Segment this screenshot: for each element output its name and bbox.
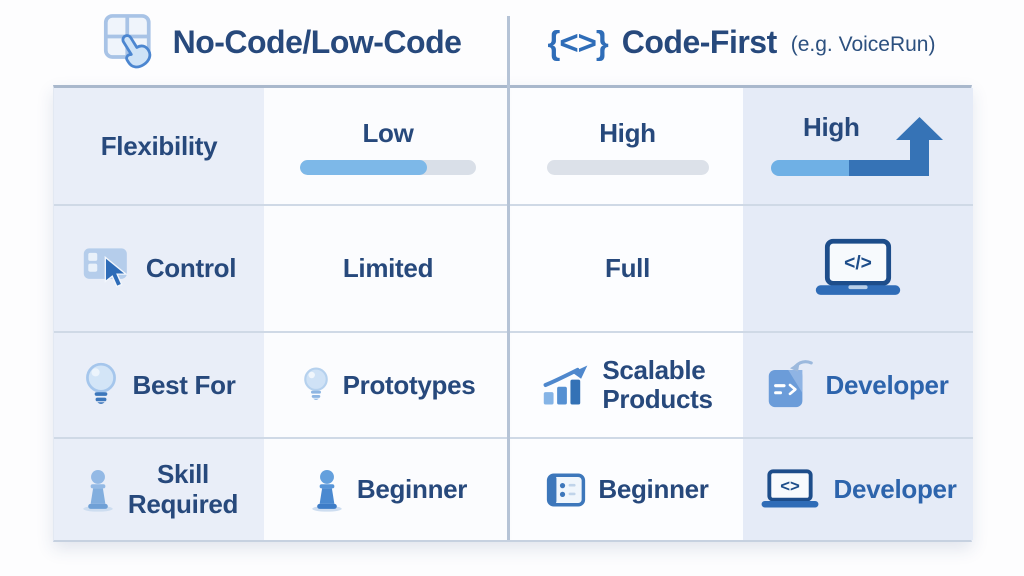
flexibility-label-cell: Flexibility [54, 88, 264, 206]
skill-extra-cell: <> Developer [743, 439, 973, 540]
control-extra-cell: </> [743, 206, 973, 333]
flexibility-label: Flexibility [100, 130, 218, 161]
skill-extra-value: Developer [833, 474, 957, 504]
code-braces-icon: {<>} [547, 23, 609, 61]
flexibility-extra-value: High [803, 112, 860, 142]
flexibility-codefirst-cell: High [512, 88, 743, 206]
control-codefirst-value: Full [604, 253, 650, 283]
header-right-codefirst: {<>} Code-First (e.g. VoiceRun) [511, 0, 972, 85]
up-arrow-bar-icon [771, 117, 943, 176]
bestfor-label-cell: Best For [54, 333, 264, 439]
control-nocode-value: Limited [342, 253, 434, 283]
header-left-title: No-Code/Low-Code [172, 24, 462, 60]
flexibility-codefirst-value: High [599, 117, 656, 148]
laptop-screen-code: <> [781, 476, 801, 495]
lightbulb-icon [86, 362, 117, 404]
header-right-title: Code-First [621, 24, 778, 60]
pawn-icon [312, 469, 342, 512]
bestfor-codefirst-value: Scalable Products [602, 354, 713, 414]
bestfor-extra-value: Developer [825, 369, 949, 400]
skill-codefirst-cell: Beginner [512, 439, 743, 540]
flexibility-nocode-cell: Low [264, 88, 512, 206]
laptop-screen-code: </> [844, 253, 872, 274]
lightbulb-icon [303, 367, 328, 400]
progress-bar-high-track [546, 159, 709, 175]
control-codefirst-cell: Full [512, 206, 743, 333]
bestfor-nocode-cell: Prototypes [264, 333, 512, 439]
flexibility-nocode-value: Low [362, 117, 414, 148]
bestfor-label: Best For [132, 369, 236, 400]
growth-chart-icon [543, 365, 588, 405]
center-divider-line [507, 16, 510, 540]
skill-codefirst-value: Beginner [598, 474, 709, 504]
skill-label-cell: Skill Required [54, 439, 264, 540]
control-nocode-cell: Limited [264, 206, 512, 333]
bestfor-codefirst-cell: Scalable Products [512, 333, 743, 439]
header-left-nocode: No-Code/Low-Code [53, 0, 511, 85]
laptop-code-icon: </> [815, 238, 901, 295]
control-label-cell: Control [54, 206, 264, 333]
window-cursor-icon [83, 247, 128, 287]
bestfor-extra-cell: Developer [743, 333, 973, 439]
document-arrow-icon [769, 360, 814, 408]
header: No-Code/Low-Code {<>} Code-First (e.g. V… [53, 0, 972, 85]
skill-nocode-cell: Beginner [264, 439, 512, 540]
progress-bar-low-fill [300, 159, 427, 175]
header-right-subtitle: (e.g. VoiceRun) [790, 32, 936, 56]
comparison-table: Flexibility Low High High [53, 85, 973, 542]
skill-label: Skill Required [127, 459, 239, 519]
skill-nocode-value: Beginner [356, 474, 468, 504]
console-icon [547, 472, 586, 507]
control-label: Control [145, 253, 237, 283]
pawn-icon [83, 469, 113, 512]
progress-bar-low [300, 159, 476, 175]
bestfor-nocode-value: Prototypes [342, 369, 476, 400]
grid-click-icon [103, 13, 159, 73]
flexibility-extra-cell: High [743, 88, 973, 206]
laptop-code-icon: <> [762, 468, 819, 507]
